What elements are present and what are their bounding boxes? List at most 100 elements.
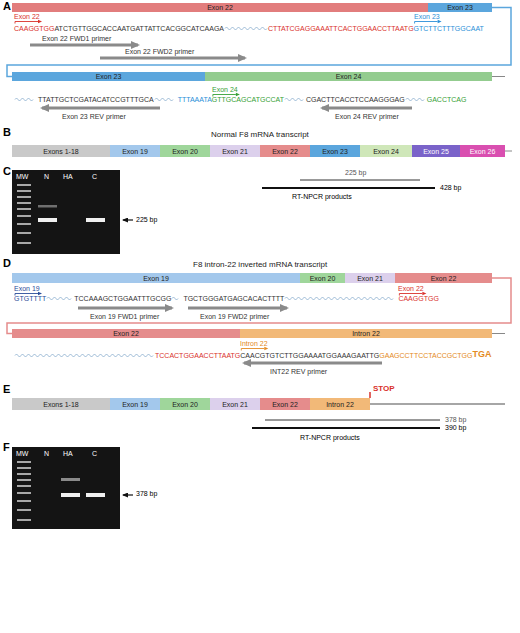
sequence-gap-squiggle	[14, 352, 155, 359]
exon-band: Exon 22	[12, 329, 240, 338]
band-label: Exon 26	[470, 148, 496, 155]
band-label: Exon 19	[143, 275, 169, 282]
sequence-gap-squiggle	[15, 354, 153, 357]
figure-label: Exon 22	[14, 13, 40, 20]
exon-band: Exon 19	[110, 398, 160, 410]
figure-label: CAAGGTGG	[398, 295, 438, 302]
band-label: Exon 20	[172, 148, 198, 155]
panel-letter: C	[3, 166, 11, 177]
gel-image-part-part	[17, 196, 31, 198]
figure-label: Exon 19 FWD1 primer	[90, 313, 159, 320]
start-arrow-line	[15, 22, 38, 24]
sequence-gap-squiggle	[285, 98, 303, 101]
exon-band: Exon 21	[210, 398, 260, 410]
sequence-gap-squiggle	[47, 297, 71, 300]
sequence-gap-squiggle	[46, 295, 74, 302]
figure-label: HA	[63, 173, 73, 180]
band-label: Exon 24	[373, 148, 399, 155]
figure-label: INT22 REV primer	[270, 368, 327, 375]
gel-image-part-part	[17, 184, 31, 186]
primer-arrows-part	[100, 57, 245, 60]
primer-arrows-part	[244, 362, 382, 365]
band-label: Exon 19	[122, 401, 148, 408]
band-label: Exon 21	[357, 275, 383, 282]
gene-tail-lines	[370, 77, 512, 405]
figure-label: HA	[63, 450, 73, 457]
gel-image-part	[86, 218, 105, 222]
figure-label: TCCACTGGAACCTTAATG	[155, 352, 240, 359]
exon-band: Exon 23	[12, 72, 205, 81]
gel-image-part	[61, 478, 80, 481]
panel-letter: D	[3, 258, 11, 269]
figure-label: 378 bp	[445, 416, 466, 423]
gel-image-part	[17, 184, 31, 244]
exon-band: Exon 20	[160, 398, 210, 410]
sequence-row: TTATTGCTCGATACATCCGTTTGCATTTAAATAGTTGCAG…	[14, 96, 466, 103]
figure-label: 378 bp	[136, 490, 157, 497]
exon-band: Intron 22	[310, 398, 370, 410]
band-label: Exon 25	[423, 148, 449, 155]
band-label: Exon 23	[447, 4, 473, 11]
gene-tail-lines-part	[492, 76, 505, 77]
figure-label: GTGTTTT	[14, 295, 46, 302]
figure-label: CGACTTCACCTCCAAGGGAG	[306, 96, 405, 103]
exon-band: Exon 21	[210, 145, 260, 157]
figure-label: Exon 24 REV primer	[335, 113, 399, 120]
exon-band: Intron 22	[240, 329, 492, 338]
gel-image-part-part	[17, 467, 31, 469]
figure-label: Exon 19 FWD2 primer	[200, 313, 269, 320]
exon-band: Exon 23	[428, 3, 492, 12]
sequence-row: GTGTTTTTCCAAAGCTGGAATTTGCGGTGCTGGGATGAGC…	[14, 295, 439, 302]
sequence-gap-squiggle	[224, 25, 268, 32]
figure-label: F8 intron-22 inverted mRNA transcript	[193, 261, 327, 269]
start-arrow-head	[422, 292, 426, 296]
start-arrow	[399, 292, 426, 296]
figure-label: Exon 24	[212, 86, 238, 93]
figure-label: N	[44, 450, 49, 457]
figure-label: N	[44, 173, 49, 180]
panel-letter: A	[3, 1, 11, 12]
exon-band: Exon 21	[345, 273, 395, 283]
gel-image-part	[61, 493, 80, 497]
band-label: Exons 1-18	[43, 401, 78, 408]
start-arrow	[213, 93, 240, 97]
band-label: Exon 21	[222, 148, 248, 155]
gene-tail-lines-part	[370, 403, 505, 405]
gel-image-part	[12, 447, 120, 529]
product-length-lines-part	[262, 187, 435, 189]
band-label: Exon 23	[322, 148, 348, 155]
sequence-gap-squiggle	[14, 96, 38, 103]
band-label: Exon 22	[272, 148, 298, 155]
splice-connector	[7, 8, 511, 77]
figure-label: Exon 23 REV primer	[62, 113, 126, 120]
start-arrow	[15, 20, 42, 24]
figure-label: Normal F8 mRNA transcript	[211, 131, 309, 139]
figure-label: GTTGCAGCATGCCAT	[212, 96, 284, 103]
gel-image	[12, 447, 120, 529]
start-arrow-head	[264, 347, 268, 351]
gel-image-part-part	[17, 223, 31, 225]
exon-band: Exon 22	[12, 3, 428, 12]
figure-label: 390 bp	[445, 424, 466, 431]
sequence-gap-squiggle	[225, 27, 267, 30]
primer-arrows-part	[322, 107, 412, 110]
band-label: Exon 22	[113, 330, 139, 337]
exon-band: Exon 24	[360, 145, 412, 157]
gel-image-part-part	[17, 509, 31, 511]
gel-image-part-part	[17, 190, 31, 192]
gel-image-part-part	[17, 479, 31, 481]
primer-arrows-part	[30, 44, 138, 47]
sequence-row: CAAGGTGGATCTGTTGGCACCAATGATTATTCACGGCATC…	[14, 25, 484, 32]
figure-label: CAAGGTGG	[14, 25, 54, 32]
band-label: Exon 20	[172, 401, 198, 408]
gel-image-part-part	[17, 208, 31, 210]
sequence-gap-squiggle	[155, 98, 173, 101]
exon-band: Exon 20	[160, 145, 210, 157]
start-arrow	[415, 20, 442, 24]
band-pointer-part	[123, 219, 133, 220]
sequence-gap-squiggle	[405, 96, 427, 103]
band-pointer-part	[123, 494, 133, 495]
band-label: Exon 19	[122, 148, 148, 155]
figure-label: C	[92, 173, 97, 180]
